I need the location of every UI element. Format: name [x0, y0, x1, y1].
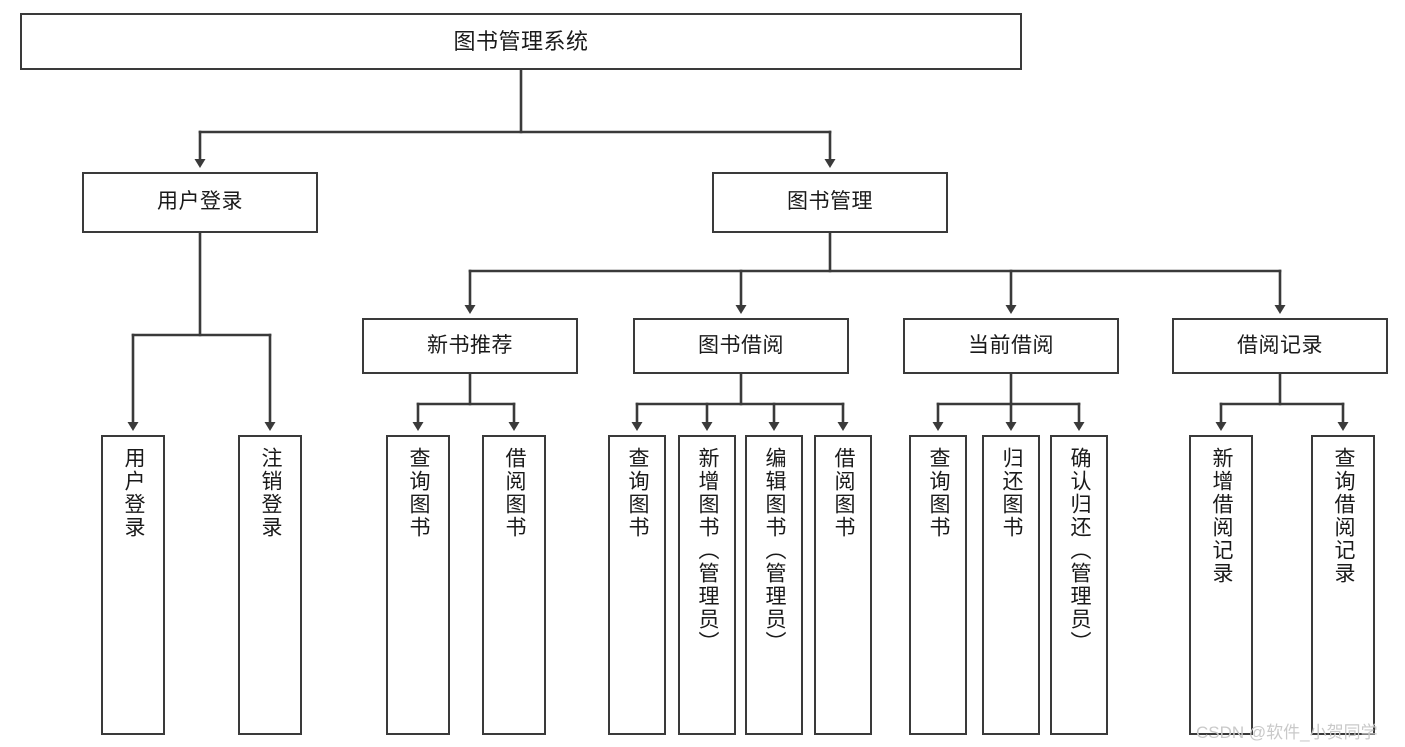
node-leaf-query-book-1-label: 查询图书: [407, 447, 431, 539]
node-leaf-query-book-2[interactable]: 查询图书: [608, 435, 666, 735]
node-leaf-return-book-label: 归还图书: [1000, 447, 1024, 539]
node-book-borrow-label: 图书借阅: [698, 333, 784, 357]
node-root[interactable]: 图书管理系统: [20, 13, 1022, 70]
node-book-borrow[interactable]: 图书借阅: [633, 318, 849, 374]
node-leaf-add-book[interactable]: 新增图书（管理员）: [678, 435, 736, 735]
node-leaf-user-login-label: 用户登录: [122, 447, 146, 539]
node-leaf-borrow-book-2[interactable]: 借阅图书: [814, 435, 872, 735]
node-leaf-query-book-3-label: 查询图书: [927, 447, 951, 539]
node-current-borrow-label: 当前借阅: [968, 333, 1054, 357]
node-leaf-confirm-return[interactable]: 确认归还（管理员）: [1050, 435, 1108, 735]
node-new-book-rec[interactable]: 新书推荐: [362, 318, 578, 374]
csdn-watermark: CSDN @软件_小贺同学: [1196, 723, 1378, 742]
node-current-borrow[interactable]: 当前借阅: [903, 318, 1119, 374]
node-leaf-query-book-1[interactable]: 查询图书: [386, 435, 450, 735]
node-leaf-edit-book[interactable]: 编辑图书（管理员）: [745, 435, 803, 735]
node-leaf-edit-book-label: 编辑图书（管理员）: [763, 447, 787, 654]
node-leaf-user-login[interactable]: 用户登录: [101, 435, 165, 735]
node-leaf-query-book-2-label: 查询图书: [626, 447, 650, 539]
node-leaf-confirm-return-label: 确认归还（管理员）: [1068, 447, 1092, 654]
node-leaf-logout-label: 注销登录: [259, 447, 283, 539]
node-user-login-label: 用户登录: [157, 190, 243, 214]
node-leaf-add-record[interactable]: 新增借阅记录: [1189, 435, 1253, 735]
node-leaf-borrow-book-1[interactable]: 借阅图书: [482, 435, 546, 735]
node-new-book-rec-label: 新书推荐: [427, 333, 513, 357]
node-book-manage[interactable]: 图书管理: [712, 172, 948, 233]
node-leaf-borrow-book-1-label: 借阅图书: [503, 447, 527, 539]
node-leaf-add-book-label: 新增图书（管理员）: [696, 447, 720, 654]
node-leaf-borrow-book-2-label: 借阅图书: [832, 447, 856, 539]
node-leaf-add-record-label: 新增借阅记录: [1210, 447, 1234, 585]
node-book-manage-label: 图书管理: [787, 190, 873, 214]
node-leaf-query-record-label: 查询借阅记录: [1332, 447, 1356, 585]
node-borrow-record-label: 借阅记录: [1237, 333, 1323, 357]
node-user-login[interactable]: 用户登录: [82, 172, 318, 233]
node-leaf-query-book-3[interactable]: 查询图书: [909, 435, 967, 735]
node-leaf-query-record[interactable]: 查询借阅记录: [1311, 435, 1375, 735]
node-borrow-record[interactable]: 借阅记录: [1172, 318, 1388, 374]
node-leaf-return-book[interactable]: 归还图书: [982, 435, 1040, 735]
node-leaf-logout[interactable]: 注销登录: [238, 435, 302, 735]
node-root-label: 图书管理系统: [453, 28, 589, 54]
